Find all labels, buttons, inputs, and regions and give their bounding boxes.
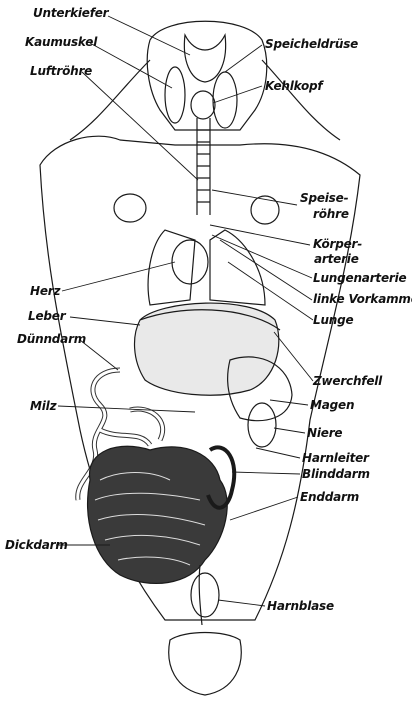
label-enddarm: Enddarm xyxy=(300,491,359,504)
label-dickdarm: Dickdarm xyxy=(5,539,68,552)
label-kehlkopf: Kehlkopf xyxy=(265,80,322,93)
label-leber: Leber xyxy=(28,310,65,323)
colon-mass xyxy=(88,446,228,583)
bladder xyxy=(191,573,219,617)
label-zwerchfell: Zwerchfell xyxy=(313,375,382,388)
label-blinddarm: Blinddarm xyxy=(302,468,370,481)
label-lungenarterie: Lungenarterie xyxy=(313,272,406,285)
label-niere: Niere xyxy=(307,427,342,440)
label-milz: Milz xyxy=(30,400,56,413)
label-unterkiefer: Unterkiefer xyxy=(33,7,108,20)
label-harnblase: Harnblase xyxy=(267,600,334,613)
fat-pad-left xyxy=(114,194,146,222)
masseter-right xyxy=(213,72,237,128)
label-harnleiter: Harnleiter xyxy=(302,452,369,465)
trachea-rings xyxy=(197,130,210,202)
fat-pad-right xyxy=(251,196,279,224)
larynx xyxy=(191,91,215,119)
masseter-left xyxy=(165,67,185,123)
label-koerperarterie-1: Körper- xyxy=(313,238,362,251)
label-luftroehre: Luftröhre xyxy=(30,65,92,78)
label-koerperarterie-2: arterie xyxy=(314,253,359,266)
label-speicheldruese: Speicheldrüse xyxy=(265,38,358,51)
label-duenndarm: Dünndarm xyxy=(17,333,86,346)
heart xyxy=(172,240,208,284)
label-magen: Magen xyxy=(310,399,354,412)
label-speiseroehre-2: röhre xyxy=(313,208,349,221)
lung-right xyxy=(210,230,265,305)
head-outline xyxy=(147,21,266,130)
fur-right-neck xyxy=(262,60,340,140)
kidney xyxy=(248,403,276,447)
label-linke-vorkammer: linke Vorkammer xyxy=(313,293,412,306)
label-kaumuskel: Kaumuskel xyxy=(25,36,97,49)
label-speiseroehre-1: Speise- xyxy=(300,192,348,205)
tail-base xyxy=(169,633,241,696)
label-lunge: Lunge xyxy=(313,314,353,327)
liver xyxy=(135,303,279,395)
label-herz: Herz xyxy=(30,285,60,298)
